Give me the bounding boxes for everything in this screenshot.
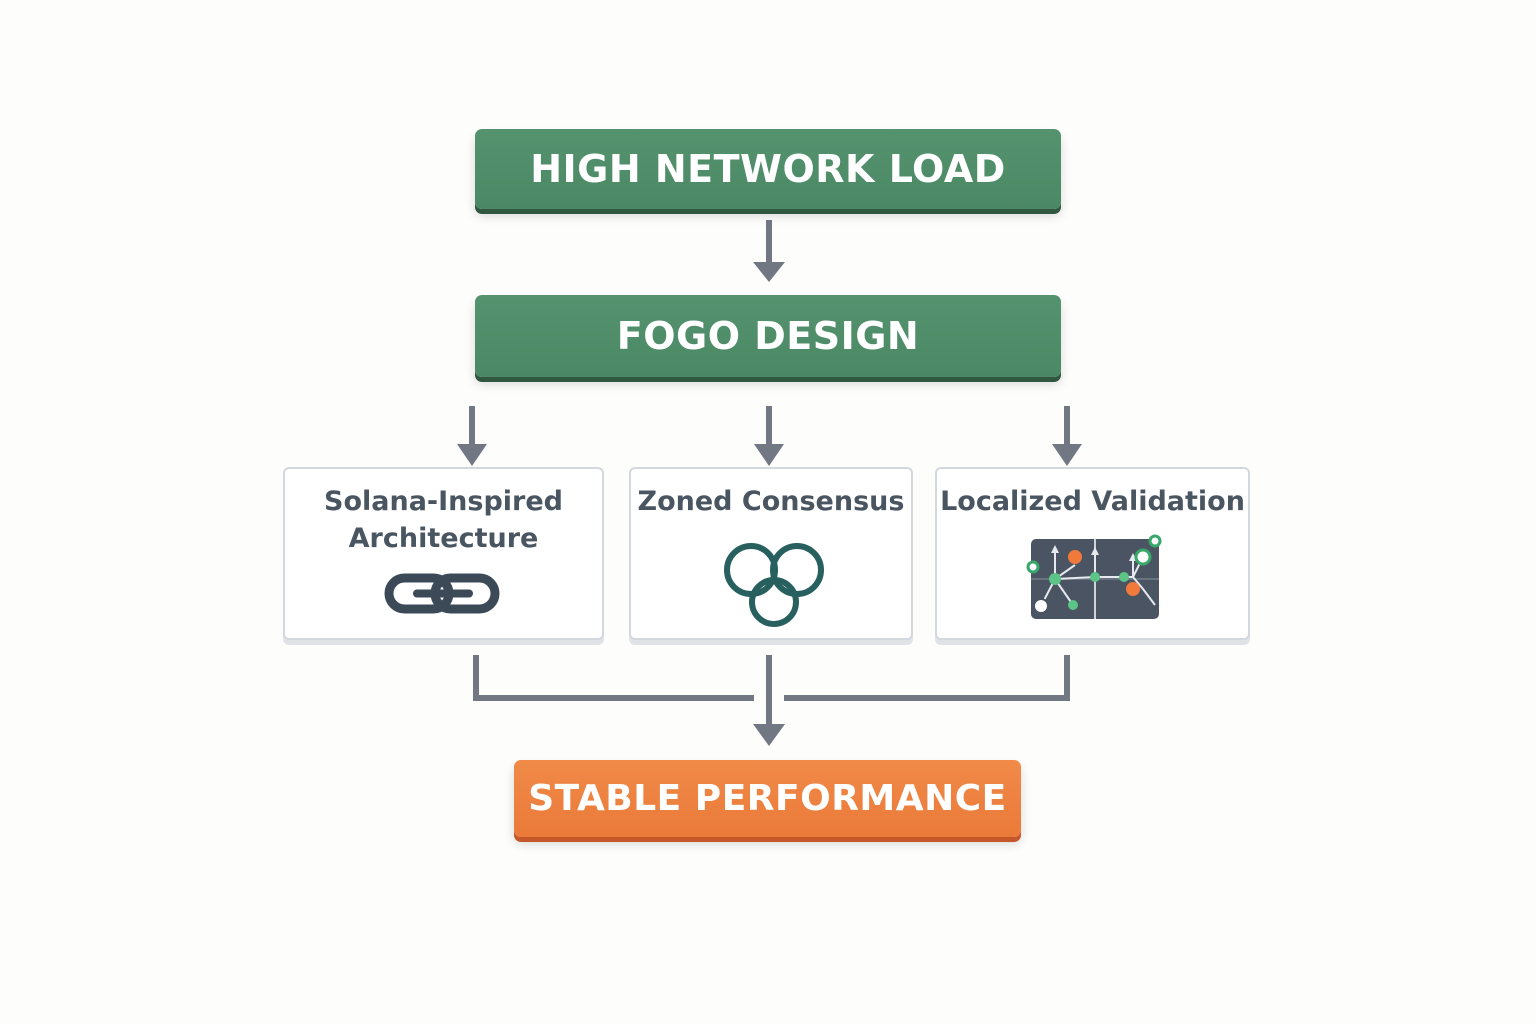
arrowhead [753,724,785,746]
card-title: Solana-Inspired Architecture [324,486,563,554]
merge-line-right [784,655,1070,701]
card-title: Zoned Consensus [637,486,905,517]
high-network-load-box: HIGH NETWORK LOAD [475,129,1061,209]
high-network-load-label: HIGH NETWORK LOAD [530,147,1006,191]
fogo-design-label: FOGO DESIGN [616,314,920,358]
zone-map-icon [1026,534,1162,619]
arrowhead [753,262,785,282]
stable-performance-box: STABLE PERFORMANCE [514,760,1021,837]
stable-performance-label: STABLE PERFORMANCE [528,778,1007,819]
arrowhead [457,444,487,466]
overlapping-circles-icon [724,543,824,627]
fogo-design-box: FOGO DESIGN [475,295,1061,377]
localized-validation-card: Localized Validation [935,467,1250,640]
arrowhead [1052,444,1082,466]
solana-inspired-architecture-card: Solana-Inspired Architecture [283,467,604,640]
chain-link-icon [384,573,500,614]
merge-line-left [473,655,754,701]
arrowhead [754,444,784,466]
card-title: Localized Validation [940,486,1245,517]
zoned-consensus-card: Zoned Consensus [629,467,913,640]
